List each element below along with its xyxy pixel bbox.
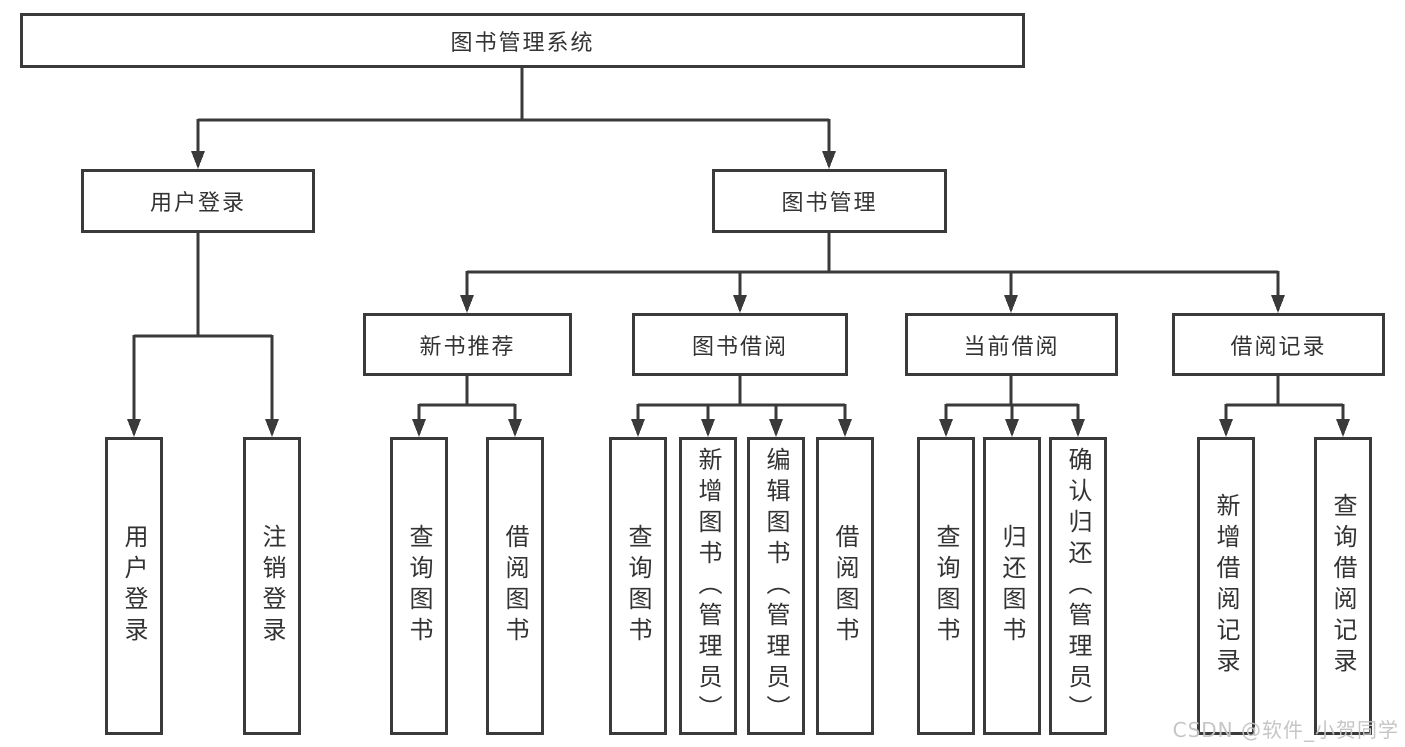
node-book-management: 图书管理	[712, 169, 947, 233]
node-new-book-recommend-label: 新书推荐	[419, 334, 516, 360]
leaf-borrow-edit-label: 编辑图书（管理员）	[762, 446, 790, 726]
leaf-record-add: 新增借阅记录	[1197, 437, 1255, 735]
node-borrow-record: 借阅记录	[1172, 313, 1385, 376]
node-current-borrow-label: 当前借阅	[963, 334, 1060, 360]
leaf-newbook-borrow-label: 借阅图书	[501, 524, 529, 648]
csdn-watermark: CSDN @软件_小贺同学	[1172, 718, 1399, 742]
node-current-borrow: 当前借阅	[905, 313, 1118, 376]
leaf-newbook-query-label: 查询图书	[405, 524, 433, 648]
leaf-borrow-add: 新增图书（管理员）	[679, 437, 737, 735]
leaf-newbook-query: 查询图书	[390, 437, 448, 735]
leaf-current-return: 归还图书	[983, 437, 1041, 735]
leaf-newbook-borrow: 借阅图书	[486, 437, 544, 735]
leaf-record-add-label: 新增借阅记录	[1212, 493, 1240, 679]
node-book-borrow: 图书借阅	[632, 313, 848, 376]
node-borrow-record-label: 借阅记录	[1230, 334, 1327, 360]
leaf-borrow-borrow-label: 借阅图书	[831, 524, 859, 648]
node-book-management-label: 图书管理	[781, 191, 878, 216]
node-root-label: 图书管理系统	[450, 30, 595, 56]
leaf-current-confirm-label: 确认归还（管理员）	[1064, 446, 1092, 726]
leaf-logout: 注销登录	[243, 437, 301, 735]
leaf-borrow-edit: 编辑图书（管理员）	[747, 437, 805, 735]
leaf-current-query-label: 查询图书	[932, 524, 960, 648]
leaf-current-return-label: 归还图书	[998, 524, 1026, 648]
leaf-record-query-label: 查询借阅记录	[1329, 493, 1357, 679]
leaf-user-login: 用户登录	[105, 437, 163, 735]
node-new-book-recommend: 新书推荐	[363, 313, 572, 376]
leaf-borrow-query: 查询图书	[609, 437, 667, 735]
node-user-login: 用户登录	[81, 169, 315, 233]
node-book-borrow-label: 图书借阅	[691, 334, 788, 360]
leaf-borrow-query-label: 查询图书	[624, 524, 652, 648]
node-user-login-label: 用户登录	[149, 191, 246, 216]
leaf-current-confirm: 确认归还（管理员）	[1049, 437, 1107, 735]
leaf-logout-label: 注销登录	[258, 524, 286, 648]
node-root: 图书管理系统	[20, 13, 1025, 68]
leaf-user-login-label: 用户登录	[120, 524, 148, 648]
leaf-borrow-borrow: 借阅图书	[816, 437, 874, 735]
leaf-record-query: 查询借阅记录	[1314, 437, 1372, 735]
leaf-borrow-add-label: 新增图书（管理员）	[694, 446, 722, 726]
leaf-current-query: 查询图书	[917, 437, 975, 735]
